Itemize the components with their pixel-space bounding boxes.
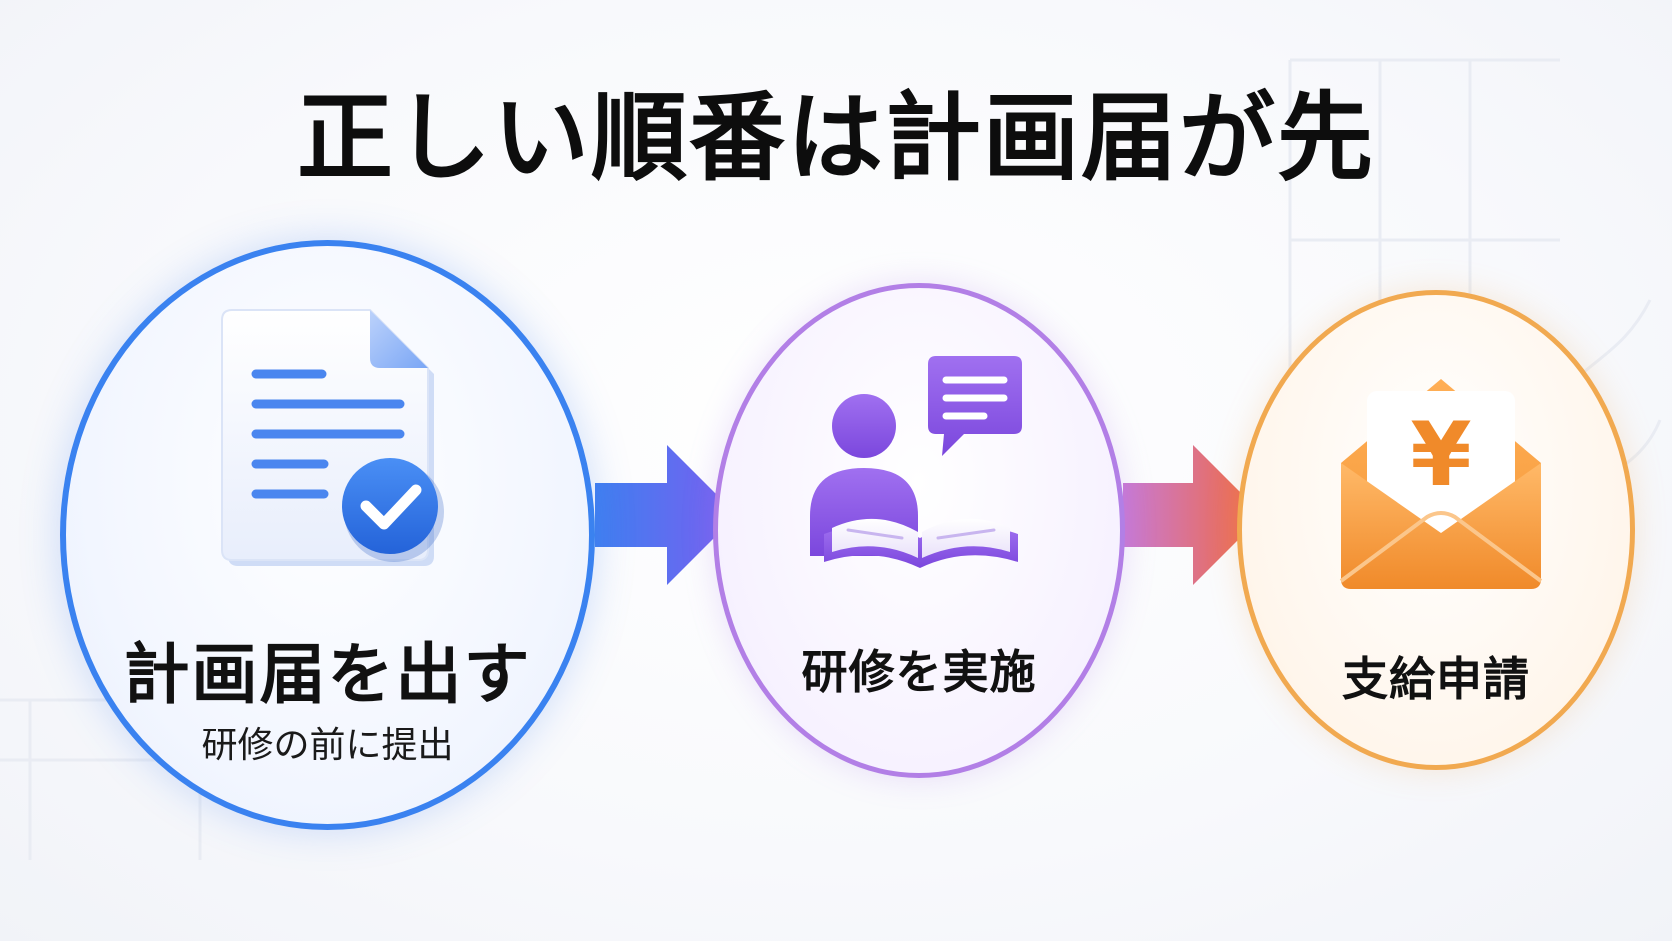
yen-symbol: ¥ bbox=[1410, 403, 1471, 506]
document-check-icon bbox=[221, 309, 444, 566]
step-training: 研修を実施 bbox=[713, 283, 1125, 778]
step-label: 研修を実施 bbox=[801, 645, 1037, 699]
training-person-book-icon bbox=[810, 356, 1022, 568]
step-label: 支給申請 bbox=[1342, 652, 1530, 706]
yen-envelope-icon: ¥ bbox=[1339, 379, 1543, 589]
page-title: 正しい順番は計画届が先 bbox=[297, 82, 1375, 194]
step-subsidy-application: ¥ 支給申請 bbox=[1237, 290, 1635, 770]
step-sublabel: 研修の前に提出 bbox=[201, 725, 454, 766]
step-label: 計画届を出す bbox=[123, 636, 532, 713]
arrow-right-icon bbox=[1123, 445, 1263, 585]
arrow-right-icon bbox=[595, 445, 737, 585]
step-plan-submission: 計画届を出す 研修の前に提出 bbox=[60, 240, 595, 830]
